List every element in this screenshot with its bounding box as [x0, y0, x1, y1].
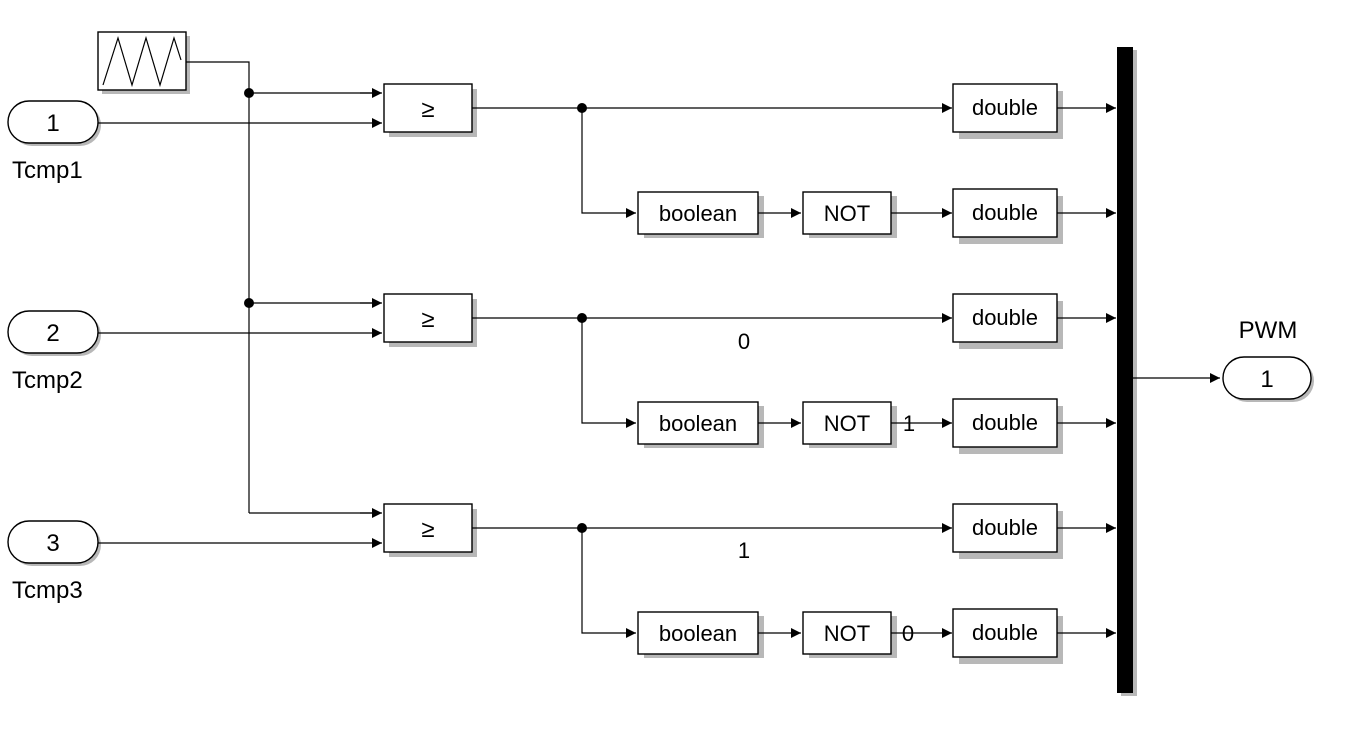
mux-bar[interactable]: [1117, 47, 1137, 696]
branch-point: [244, 298, 254, 308]
compare-block-1[interactable]: ≥: [383, 83, 477, 137]
triangle-wave-source-icon[interactable]: [97, 31, 190, 94]
block-label: NOT: [824, 621, 870, 646]
compare-symbol: ≥: [421, 516, 434, 543]
signal-value-label: 1: [738, 538, 750, 563]
block-label: double: [972, 200, 1038, 225]
convert-double-block-2b[interactable]: double: [952, 398, 1063, 454]
not-block-3[interactable]: NOT: [802, 611, 897, 658]
carrier-wires: [186, 61, 372, 514]
outport-number: 1: [1260, 366, 1273, 393]
compare-block-3[interactable]: ≥: [383, 503, 477, 557]
inport-number: 2: [46, 320, 59, 347]
signal-value-label: 1: [903, 411, 915, 436]
block-label: boolean: [659, 621, 737, 646]
not-block-1[interactable]: NOT: [802, 191, 897, 238]
block-label: double: [972, 410, 1038, 435]
not-block-2[interactable]: NOT: [802, 401, 897, 448]
block-label: boolean: [659, 201, 737, 226]
block-label: double: [972, 620, 1038, 645]
inport-name: Tcmp3: [12, 577, 83, 604]
inport-name: Tcmp1: [12, 157, 83, 184]
block-label: double: [972, 95, 1038, 120]
convert-boolean-block-1[interactable]: boolean: [637, 191, 764, 238]
convert-double-block-1b[interactable]: double: [952, 188, 1063, 244]
block-label: boolean: [659, 411, 737, 436]
signal-value-label: 0: [902, 621, 914, 646]
compare-block-2[interactable]: ≥: [383, 293, 477, 347]
block-label: NOT: [824, 411, 870, 436]
compare-symbol: ≥: [421, 306, 434, 333]
convert-boolean-block-2[interactable]: boolean: [637, 401, 764, 448]
inport-number: 3: [46, 530, 59, 557]
convert-double-block-3b[interactable]: double: [952, 608, 1063, 664]
convert-double-block-3a[interactable]: double: [952, 503, 1063, 559]
convert-boolean-block-3[interactable]: boolean: [637, 611, 764, 658]
outport-1[interactable]: PWM 1: [1222, 317, 1314, 402]
convert-double-block-2a[interactable]: double: [952, 293, 1063, 349]
block-label: double: [972, 515, 1038, 540]
branch-point: [244, 88, 254, 98]
outport-name: PWM: [1239, 317, 1298, 344]
inport-name: Tcmp2: [12, 367, 83, 394]
inport-number: 1: [46, 110, 59, 137]
signal-value-label: 0: [738, 329, 750, 354]
compare-symbol: ≥: [421, 96, 434, 123]
mux-input-wires: [1057, 103, 1116, 638]
block-label: NOT: [824, 201, 870, 226]
inport-2[interactable]: 2 Tcmp2: [7, 310, 101, 394]
inport-3[interactable]: 3 Tcmp3: [7, 520, 101, 604]
convert-double-block-1a[interactable]: double: [952, 83, 1063, 139]
inport-1[interactable]: 1 Tcmp1: [7, 100, 101, 184]
block-label: double: [972, 305, 1038, 330]
